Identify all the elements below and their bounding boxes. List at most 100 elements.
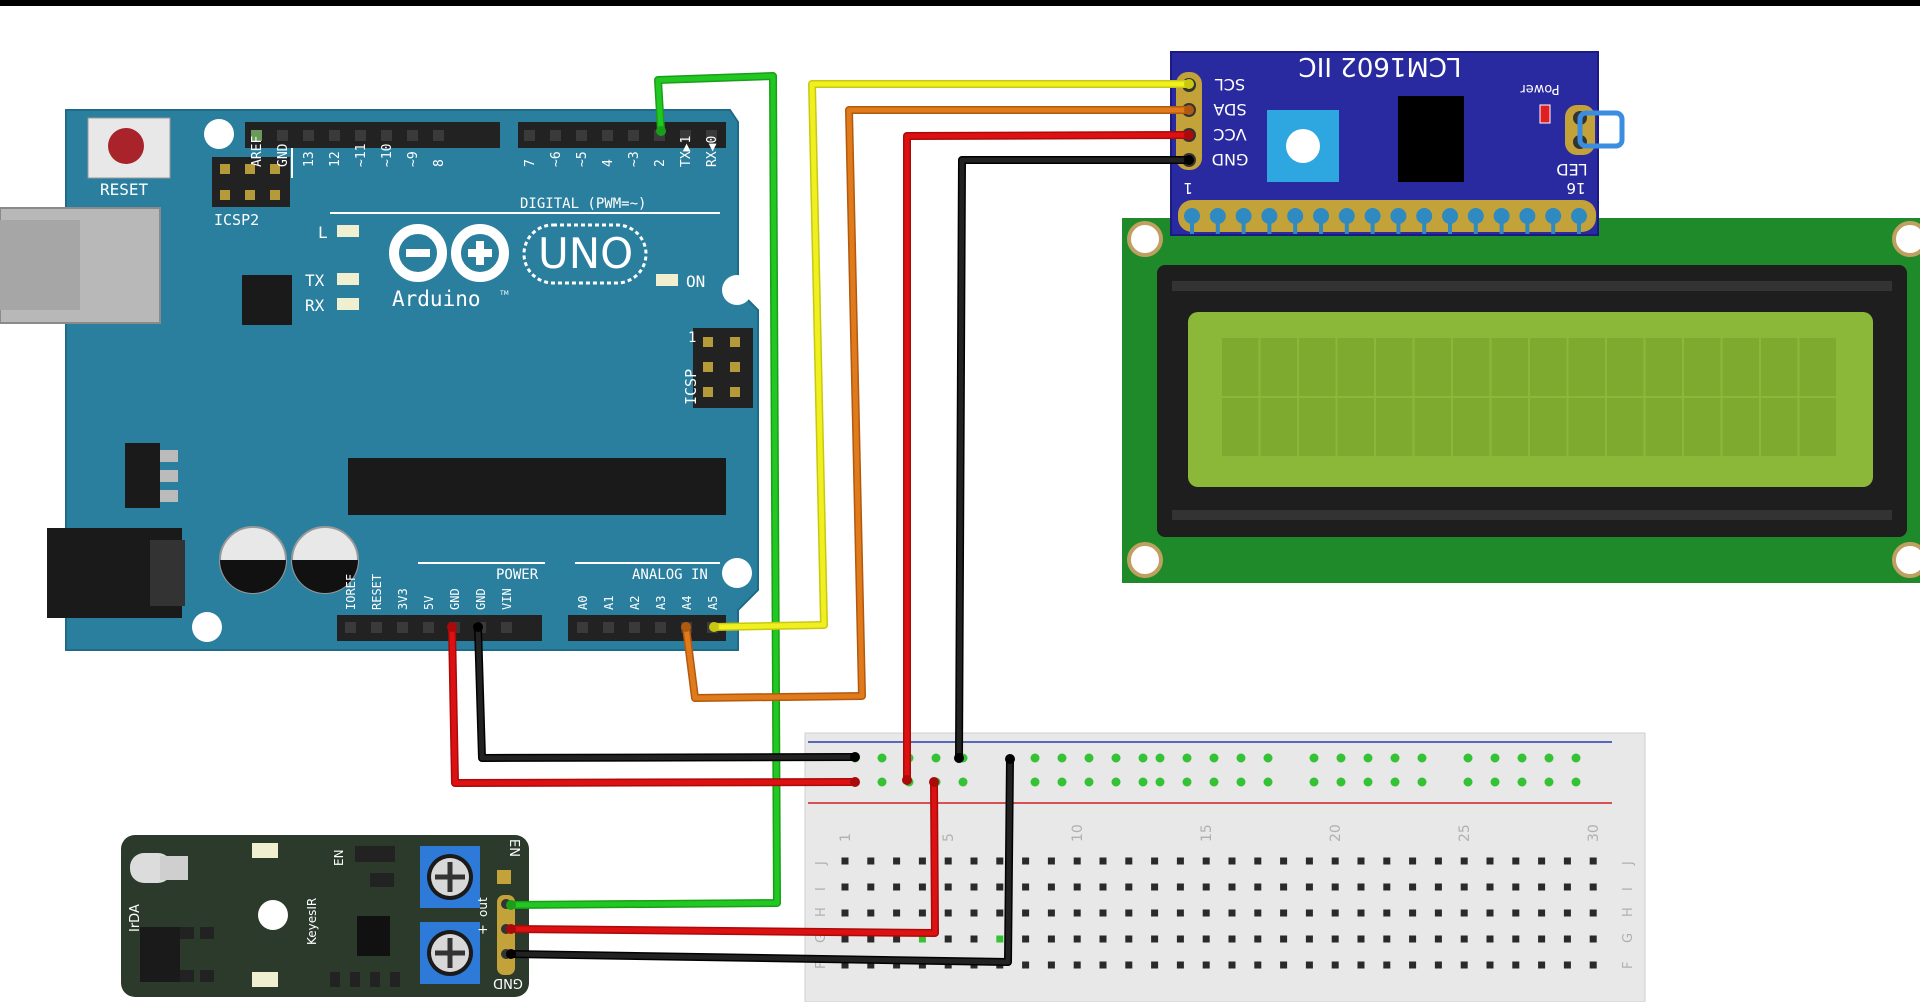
terminal-hole [1409,961,1417,969]
terminal-hole [893,883,901,891]
terminal-hole [1176,883,1184,891]
terminal-hole [1176,857,1184,865]
rail-hole [1309,777,1319,787]
wire-black-gnd [956,157,1189,759]
terminal-hole [1409,857,1417,865]
rail-hole [1309,753,1319,763]
column-number: 20 [1328,824,1344,842]
lcd-cell [1414,338,1451,396]
wire-end [850,752,860,762]
terminal-hole [867,961,875,969]
terminal-hole [893,909,901,917]
terminal-hole [1409,935,1417,943]
terminal-hole [1434,935,1442,943]
lcd-cell [1260,398,1297,456]
header-pin-hole [303,130,314,141]
led-tx-label: TX [305,271,325,290]
terminal-hole [1563,909,1571,917]
digital-pin-label: 2 [653,159,668,167]
rail-hole [1463,753,1473,763]
lcd-cell [1491,398,1528,456]
led-l [337,225,359,237]
terminal-hole [1538,961,1546,969]
terminal-hole [893,935,901,943]
rail-hole [1490,753,1500,763]
terminal-hole [918,883,926,891]
terminal-hole [1538,883,1546,891]
lcd-cell [1453,338,1490,396]
wire-end [506,924,516,934]
header-pin-hole [329,130,340,141]
rail-hole [958,777,968,787]
header-pin-hole [628,130,639,141]
row-letter: H [1621,907,1636,917]
svg-text:GND: GND [493,975,523,990]
terminal-hole [1125,909,1133,917]
terminal-hole [1202,961,1210,969]
svg-text:GND: GND [1212,150,1249,169]
rail-hole [1155,753,1165,763]
smd-led [252,972,278,987]
terminal-hole [1357,961,1365,969]
wire-end [1184,130,1194,140]
terminal-hole [944,857,952,865]
row-letter: F [1621,962,1636,969]
lcd-cell [1761,338,1798,396]
header-pin-hole [577,622,588,633]
rail-hole [1463,777,1473,787]
header-pin-hole [407,130,418,141]
wire-end [929,777,939,787]
terminal-hole [944,883,952,891]
mount-hole [1892,221,1920,257]
wire-end [1184,155,1194,165]
mount-hole [722,558,752,588]
terminal-hole [970,909,978,917]
led-on-label: ON [686,272,705,291]
rail-hole [1057,753,1067,763]
lcd-cell [1645,398,1682,456]
terminal-hole [1228,935,1236,943]
terminal-hole [944,909,952,917]
lcd-cell [1299,338,1336,396]
terminal-hole [1022,883,1030,891]
terminal-hole [1125,961,1133,969]
digital-pin-label: GND [276,143,291,167]
led-on [656,274,678,286]
svg-text:16: 16 [1566,179,1585,197]
header-pin-hole [433,130,444,141]
terminal-hole [1254,961,1262,969]
i2c-led-label: LED [1556,160,1587,179]
header-pin-hole [277,130,288,141]
lcd-1602-display [1122,218,1920,583]
column-number: 15 [1199,824,1215,842]
analog-pin-label: A1 [602,596,616,610]
analog-header [568,615,726,641]
terminal-hole [841,935,849,943]
terminal-hole [1486,857,1494,865]
wire-end-caps [447,79,1194,959]
lcd-cell [1414,398,1451,456]
header-pin-hole [501,622,512,633]
lcd-cell [1684,398,1721,456]
rail-hole [1390,777,1400,787]
lcd-cell [1799,338,1836,396]
row-letter: J [1621,861,1636,866]
terminal-hole [841,883,849,891]
header-pin-hole [251,130,262,141]
analog-label: ANALOG IN [632,567,708,583]
mount-hole [258,900,288,930]
svg-text:SDA: SDA [1213,100,1246,119]
icsp2-label: ICSP2 [214,211,259,229]
rail-hole [1138,753,1148,763]
power-pin-label: IOREF [344,574,358,610]
terminal-hole [1202,883,1210,891]
row-letter: G [814,933,829,943]
rail-hole [1490,777,1500,787]
terminal-hole [1254,935,1262,943]
terminal-hole [1254,857,1262,865]
lcd-cell [1722,338,1759,396]
model-label: UNO [538,229,633,278]
terminal-hole [970,883,978,891]
